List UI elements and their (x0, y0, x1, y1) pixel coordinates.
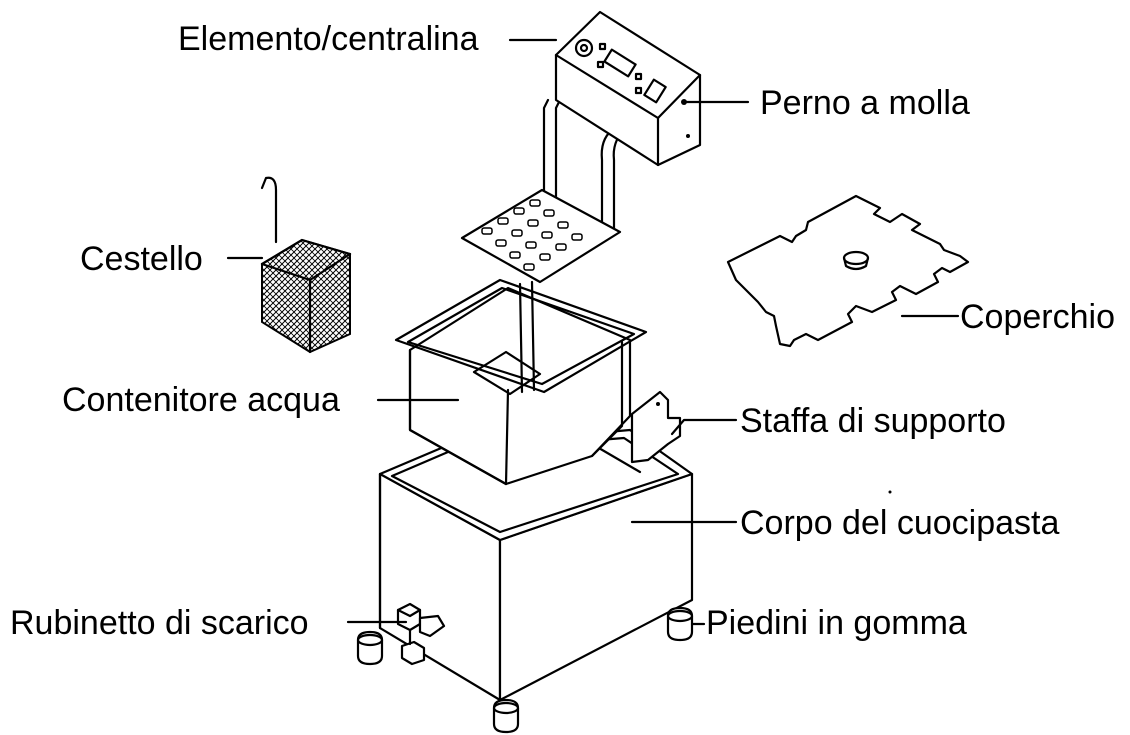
label-contenitore-acqua: Contenitore acqua (62, 381, 340, 419)
label-rubinetto-di-scarico: Rubinetto di scarico (10, 604, 309, 642)
label-corpo-del-cuocipasta: Corpo del cuocipasta (740, 504, 1060, 542)
label-cestello: Cestello (80, 240, 203, 278)
label-perno-a-molla: Perno a molla (760, 84, 970, 122)
lid (726, 194, 970, 348)
basket (260, 176, 352, 354)
label-piedini-in-gomma: Piedini in gomma (706, 604, 967, 642)
water-container (394, 278, 648, 486)
label-elemento-centralina: Elemento/centralina (178, 20, 479, 58)
rubber-foot (492, 698, 520, 734)
rubber-foot (666, 606, 694, 642)
label-staffa-di-supporto: Staffa di supporto (740, 402, 1006, 440)
drain-tap (396, 602, 446, 666)
rubber-foot (356, 630, 384, 666)
leader-lines (226, 38, 960, 626)
label-coperchio: Coperchio (960, 298, 1115, 336)
heating-element-control-unit (460, 10, 702, 284)
